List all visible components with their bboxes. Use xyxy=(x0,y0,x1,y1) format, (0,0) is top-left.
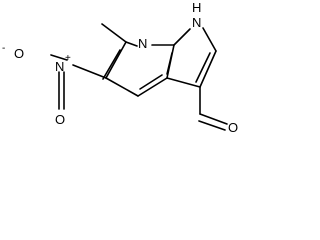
bond-nh-c2 xyxy=(202,27,217,52)
aldehyde-o-label: O xyxy=(228,120,238,135)
chemical-structure: H N N N + O - O O xyxy=(2,0,238,135)
pyrrole-n-label: N xyxy=(192,15,201,30)
bond-c2-c3-inner xyxy=(195,52,211,83)
nitro-n-charge: + xyxy=(65,53,71,64)
atom-labels: H N N N + O - O O xyxy=(2,0,238,135)
bond-c6-c5-inner xyxy=(102,49,121,80)
bond-c4-c3a-inner xyxy=(139,74,163,90)
bond-cho-o xyxy=(199,113,228,125)
bonds xyxy=(50,23,228,131)
bond-c2-c3 xyxy=(199,50,217,88)
pyrrole-h-label: H xyxy=(192,0,201,15)
pyridine-n-label: N xyxy=(138,36,147,51)
nitro-n-label: N xyxy=(55,59,64,74)
bond-c5-c4 xyxy=(105,77,139,97)
bond-c5-nitro-n xyxy=(72,64,107,79)
bond-c6-methyl xyxy=(101,23,127,43)
bond-c3-c3a xyxy=(166,77,201,88)
bond-npyridine-c6 xyxy=(125,41,138,47)
bond-c7a-nh xyxy=(173,28,191,46)
nitro-o-minus-label: O xyxy=(14,46,24,61)
bond-c6-c5 xyxy=(105,41,127,79)
nitro-o-minus-charge: - xyxy=(2,43,5,54)
bond-nitro-n-o-minus xyxy=(50,54,68,61)
bond-c7a-c3a-inner xyxy=(166,52,173,75)
bond-c4-c3a xyxy=(137,77,168,97)
nitro-o-label: O xyxy=(55,112,65,127)
bond-cho-o-inner xyxy=(198,120,226,131)
